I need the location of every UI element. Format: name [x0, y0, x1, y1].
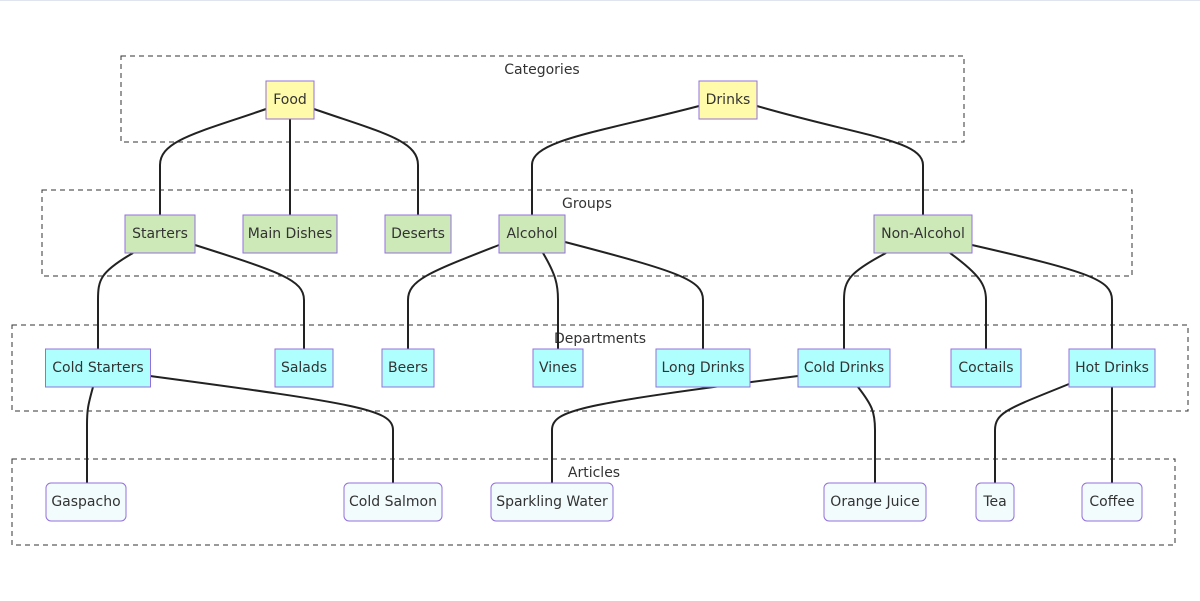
node-label: Cold Starters	[52, 360, 143, 376]
node-label: Coffee	[1089, 494, 1134, 510]
node-box	[498, 214, 566, 254]
node-cold-starters[interactable]: Cold Starters	[45, 348, 151, 388]
cluster-categories: Categories	[120, 55, 965, 143]
node-label: Beers	[388, 360, 428, 376]
node-salads[interactable]: Salads	[274, 348, 334, 388]
node-cold-drinks[interactable]: Cold Drinks	[797, 348, 891, 388]
node-label: Salads	[281, 360, 327, 376]
node-box	[1068, 348, 1156, 388]
edge-non-alcohol-to-cold-drinks	[843, 252, 887, 349]
node-label: Non-Alcohol	[881, 226, 965, 242]
node-box	[384, 214, 452, 254]
node-gaspacho[interactable]: Gaspacho	[45, 482, 127, 522]
cluster-box	[120, 55, 965, 143]
cluster-label: Departments	[554, 331, 646, 347]
edge-starters-to-cold-starters	[97, 252, 134, 349]
node-label: Coctails	[958, 360, 1013, 376]
node-long-drinks[interactable]: Long Drinks	[655, 348, 751, 388]
cluster-box	[41, 189, 1133, 277]
node-label: Drinks	[706, 92, 751, 108]
edge-cold-starters-to-cold-salmon	[149, 375, 394, 483]
node-alcohol[interactable]: Alcohol	[498, 214, 566, 254]
cluster-box	[11, 324, 1189, 412]
node-label: Long Drinks	[661, 360, 744, 376]
node-box	[490, 482, 614, 522]
edge-drinks-to-alcohol	[531, 105, 700, 215]
node-box	[698, 80, 758, 120]
node-label: Hot Drinks	[1075, 360, 1149, 376]
node-drinks[interactable]: Drinks	[698, 80, 758, 120]
node-box	[797, 348, 891, 388]
cluster-box	[11, 458, 1176, 546]
node-label: Main Dishes	[248, 226, 333, 242]
node-box	[124, 214, 196, 254]
node-label: Tea	[982, 494, 1006, 510]
edge-drinks-to-non-alcohol	[756, 105, 924, 215]
edge-alcohol-to-vines	[542, 252, 559, 349]
node-box	[242, 214, 338, 254]
edge-alcohol-to-beers	[407, 244, 500, 349]
top-border	[0, 0, 1200, 1]
node-label: Deserts	[391, 226, 445, 242]
node-coffee[interactable]: Coffee	[1081, 482, 1143, 522]
node-box	[950, 348, 1022, 388]
node-tea[interactable]: Tea	[975, 482, 1015, 522]
cluster-groups: Groups	[41, 189, 1133, 277]
node-label: Cold Salmon	[349, 494, 437, 510]
node-beers[interactable]: Beers	[381, 348, 435, 388]
node-box	[873, 214, 973, 254]
edge-hot-drinks-to-tea	[994, 383, 1070, 483]
cluster-label: Categories	[504, 62, 579, 78]
node-sparkling-water[interactable]: Sparkling Water	[490, 482, 614, 522]
edge-alcohol-to-long-drinks	[564, 241, 704, 349]
node-hot-drinks[interactable]: Hot Drinks	[1068, 348, 1156, 388]
node-food[interactable]: Food	[265, 80, 315, 120]
node-box	[532, 348, 584, 388]
edge-starters-to-salads	[194, 244, 305, 349]
edge-cold-drinks-to-orange-juice	[857, 386, 876, 483]
node-box	[274, 348, 334, 388]
edge-food-to-deserts	[313, 108, 419, 215]
edge-cold-starters-to-gaspacho	[86, 386, 94, 483]
node-cold-salmon[interactable]: Cold Salmon	[343, 482, 443, 522]
node-coctails[interactable]: Coctails	[950, 348, 1022, 388]
node-box	[823, 482, 927, 522]
node-main-dishes[interactable]: Main Dishes	[242, 214, 338, 254]
edge-non-alcohol-to-hot-drinks	[971, 244, 1113, 349]
cluster-label: Articles	[568, 465, 620, 481]
node-box	[343, 482, 443, 522]
node-box	[381, 348, 435, 388]
node-label: Starters	[132, 226, 188, 242]
node-non-alcohol[interactable]: Non-Alcohol	[873, 214, 973, 254]
node-deserts[interactable]: Deserts	[384, 214, 452, 254]
node-box	[45, 348, 151, 388]
edge-food-to-starters	[159, 108, 267, 215]
node-label: Orange Juice	[830, 494, 919, 510]
edge-non-alcohol-to-coctails	[949, 252, 987, 349]
node-vines[interactable]: Vines	[532, 348, 584, 388]
node-label: Vines	[539, 360, 577, 376]
cluster-label: Groups	[562, 196, 612, 212]
node-box	[975, 482, 1015, 522]
node-label: Food	[273, 92, 307, 108]
node-label: Sparkling Water	[496, 494, 608, 510]
node-starters[interactable]: Starters	[124, 214, 196, 254]
node-box	[265, 80, 315, 120]
node-box	[655, 348, 751, 388]
node-label: Alcohol	[506, 226, 557, 242]
cluster-articles: Articles	[11, 458, 1176, 546]
node-box	[45, 482, 127, 522]
cluster-departments: Departments	[11, 324, 1189, 412]
node-orange-juice[interactable]: Orange Juice	[823, 482, 927, 522]
node-label: Cold Drinks	[804, 360, 884, 376]
node-label: Gaspacho	[51, 494, 120, 510]
node-box	[1081, 482, 1143, 522]
